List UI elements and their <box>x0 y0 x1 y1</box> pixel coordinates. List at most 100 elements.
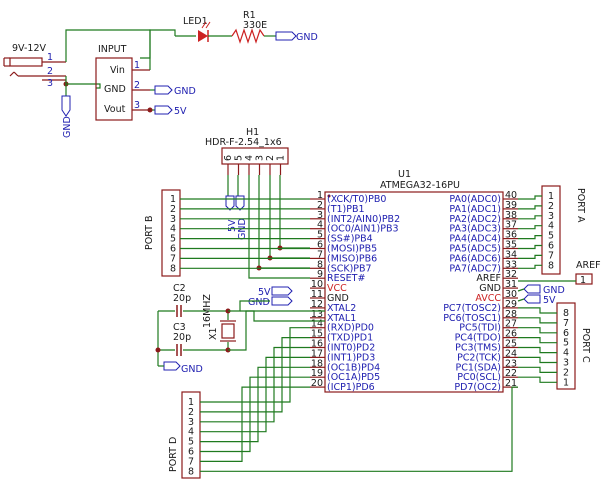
led-circuit: LED1 R1 330E GND <box>175 10 318 44</box>
mcu-u1: U1 ATMEGA32-16PU 1(XCK/T0)PB02(T1)PB13(I… <box>310 169 518 393</box>
mcu-left-pin-num: 5 <box>317 230 323 241</box>
mcu-left-pin-num: 6 <box>317 240 323 251</box>
header-pin: 1 <box>276 155 287 161</box>
mcu-right-pin-name: AREF <box>476 273 501 284</box>
regulator-vout: Vout <box>104 104 126 115</box>
mcu-right-pin-name: PC0(SCL) <box>457 372 501 383</box>
port-b-pin: 5 <box>170 234 176 245</box>
mcu-left-pin-name: (OC1B)PD4 <box>327 362 380 373</box>
mcu-left-pin-num: 2 <box>317 200 323 211</box>
mcu-left-pin-name: (INT1)PD3 <box>327 352 375 363</box>
mcu-left-pin-num: 14 <box>311 319 323 330</box>
port-c-pin: 6 <box>563 328 569 339</box>
mcu-right-pin-num: 36 <box>505 230 517 241</box>
mcu-left-pin-num: 12 <box>311 299 323 310</box>
mcu-left-pin-name: (TXD)PD1 <box>327 333 373 344</box>
port-d-label: PORT D <box>168 437 179 472</box>
mcu-left-pin-num: 11 <box>311 289 323 300</box>
port-a-label: PORT A <box>575 188 586 223</box>
mcu-left-pin-num: 1 <box>317 190 323 201</box>
mcu-gnd-tag-left: GND <box>248 296 293 308</box>
mcu-right-pin-num: 38 <box>505 210 517 221</box>
mcu-right-pin-num: 30 <box>505 289 517 300</box>
mcu-left-pin-name: (XCK/T0)PB0 <box>327 194 386 205</box>
port-a-pin: 2 <box>548 201 554 212</box>
mcu-left-pin-num: 19 <box>311 368 323 379</box>
port-d-pin: 6 <box>188 447 194 458</box>
header-ref: H1 <box>246 127 259 138</box>
header-pin: 4 <box>244 155 255 161</box>
mcu-ref: U1 <box>398 169 411 180</box>
mcu-right-pin-name: PC6(TOSC1) <box>443 313 501 324</box>
mcu-right-pin-name: PA6(ADC6) <box>449 253 501 264</box>
mcu-right-pin-num: 29 <box>505 299 517 310</box>
mcu-left-pin-name: (INT2/AIN0)PB2 <box>327 214 400 225</box>
mcu-5v-tag-right: 5V <box>523 294 556 306</box>
mcu-right-pin-num: 28 <box>505 309 517 320</box>
regulator-gnd: GND <box>104 84 126 95</box>
mcu-left-pin-name: (MOSI)PB5 <box>327 244 377 255</box>
mcu-left-pin-name: RESET# <box>327 273 365 284</box>
mcu-left-pin-num: 13 <box>311 309 323 320</box>
mcu-right-pin-num: 23 <box>505 358 517 369</box>
mcu-right-pin-name: PD7(OC2) <box>454 382 501 393</box>
port-a-pin: 7 <box>548 250 554 261</box>
port-b-label: PORT B <box>144 216 155 250</box>
header-pin: 2 <box>265 155 276 161</box>
mcu-right-pin-num: 25 <box>505 339 517 350</box>
port-b-pin: 2 <box>170 204 176 215</box>
port-d-pin: 8 <box>188 466 194 477</box>
regulator-vin: Vin <box>110 65 125 76</box>
mcu-right-pin-num: 32 <box>505 269 517 280</box>
resistor-ref: R1 <box>243 10 256 21</box>
port-b-pin: 6 <box>170 244 176 255</box>
mcu-left-pin-num: 15 <box>311 329 323 340</box>
port-c-pin: 8 <box>563 308 569 319</box>
mcu-left-pin-name: (T1)PB1 <box>327 204 365 215</box>
port-c-pin: 5 <box>563 338 569 349</box>
port-b-pin: 8 <box>170 263 176 274</box>
crystal-gnd-text: GND <box>181 364 203 375</box>
port-a-pin: 4 <box>548 221 554 232</box>
mcu-right-pin-name: PC1(SDA) <box>456 362 502 373</box>
vout-5v-text: 5V <box>174 106 187 117</box>
port-a-pin: 8 <box>548 260 554 271</box>
gnd-tag-regulator: GND <box>154 85 196 97</box>
reg-pin-2: 2 <box>134 80 140 91</box>
crystal-circuit: C2 20p C3 20p X1 16MHZ GND <box>155 283 325 375</box>
mcu-right-pin-num: 22 <box>505 368 517 379</box>
mcu-left-pin-name: (MISO)PB6 <box>327 253 377 264</box>
aref-pin: 1 <box>580 275 586 286</box>
header-gnd-tag: GND <box>235 195 248 240</box>
right-5v-text: 5V <box>543 295 556 306</box>
mcu-left-pin-num: 7 <box>317 249 323 260</box>
led-ref: LED1 <box>183 16 208 27</box>
mcu-left-pin-num: 18 <box>311 358 323 369</box>
header-value: HDR-F-2.54_1x6 <box>205 137 282 148</box>
mcu-right-pin-name: AVCC <box>475 293 501 304</box>
gnd-reg-text: GND <box>174 86 196 97</box>
mcu-left-pin-name: XTAL1 <box>327 313 356 324</box>
mcu-right-pin-num: 24 <box>505 348 517 359</box>
mcu-left-pin-num: 10 <box>311 279 323 290</box>
mcu-left-pin-name: VCC <box>327 283 347 294</box>
x1-value: 16MHZ <box>202 294 213 328</box>
mcu-value: ATMEGA32-16PU <box>380 180 460 191</box>
header-pin: 5 <box>234 155 245 161</box>
mcu-left-pin-num: 4 <box>317 220 323 231</box>
mcu-right-pin-name: PC3(TMS) <box>455 343 501 354</box>
port-c-pin: 4 <box>563 348 569 359</box>
regulator-title: INPUT <box>98 44 127 55</box>
mcu-right-pin-name: PA4(ADC4) <box>449 234 501 245</box>
port-d-pin: 1 <box>188 397 194 408</box>
mcu-right-pin-name: PA3(ADC3) <box>449 224 501 235</box>
reg-pin-1: 1 <box>134 60 140 71</box>
port-b-pin: 7 <box>170 253 176 264</box>
port-c-pin: 3 <box>563 358 569 369</box>
port-c-pin: 7 <box>563 318 569 329</box>
port-d-pin: 5 <box>188 437 194 448</box>
